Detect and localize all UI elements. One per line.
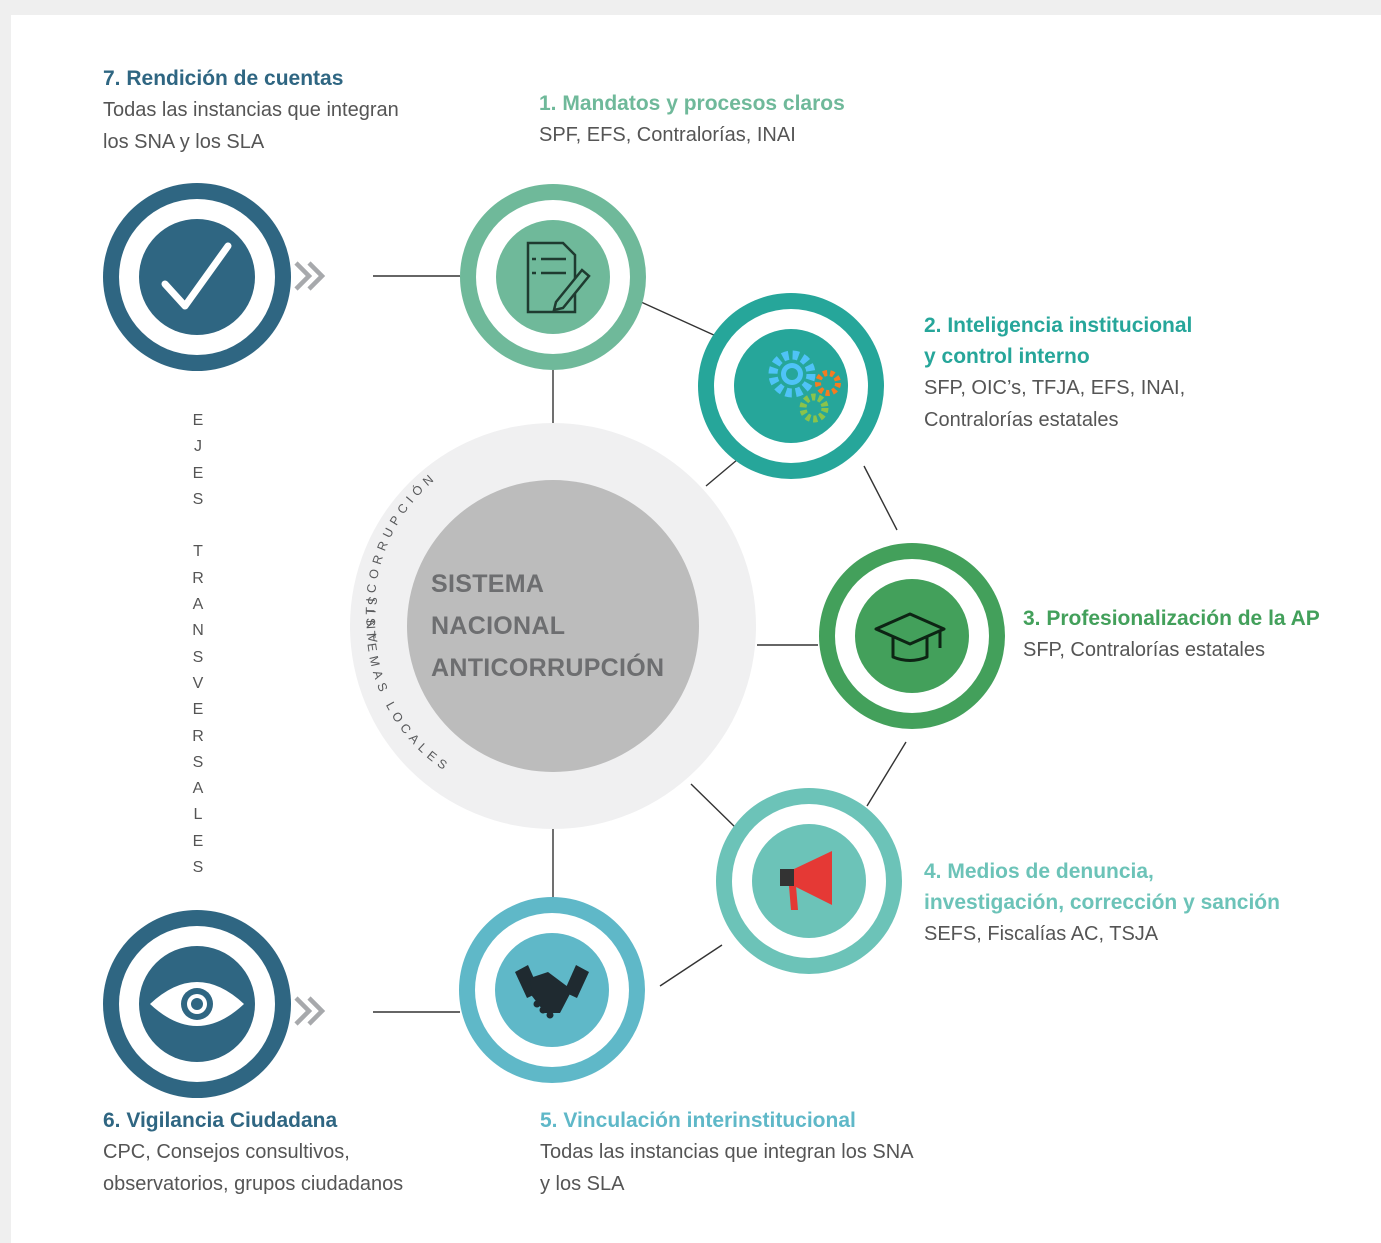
- document-edit-icon: [526, 241, 591, 314]
- center-title: SISTEMA NACIONAL ANTICORRUPCIÓN: [431, 570, 665, 682]
- axes-label-letter: E: [192, 701, 204, 719]
- node-1-subtitle: SPF, EFS, Contralorías, INAI: [539, 124, 796, 146]
- axes-label-letter: T: [193, 543, 203, 561]
- node-5-subtitle: Todas las instancias que integran los SN…: [540, 1141, 914, 1195]
- graduation-cap-icon: [874, 612, 946, 662]
- node-4-subtitle: SEFS, Fiscalías AC, TSJA: [924, 923, 1159, 945]
- connector-lines: [373, 275, 907, 1013]
- node-2-label: 2. Inteligencia institucional y control …: [924, 310, 1192, 436]
- axes-label-letter: S: [192, 753, 204, 771]
- node-7-title: 7. Rendición de cuentas: [103, 67, 344, 90]
- connector-1-2: [640, 301, 717, 337]
- axes-label-letter: E: [192, 464, 204, 482]
- node-7-circle: [103, 183, 291, 371]
- axes-label-letter: S: [192, 490, 204, 508]
- node-3-circle: [819, 543, 1005, 729]
- axes-label-letter: E: [192, 832, 204, 850]
- axes-label-letter: N: [192, 622, 204, 640]
- axes-label-letter: A: [192, 780, 204, 798]
- connector-3-4: [866, 741, 907, 807]
- node-4-title: 4. Medios de denuncia, investigación, co…: [924, 860, 1280, 914]
- axes-label-letter: R: [192, 569, 204, 587]
- node-6-label: 6. Vigilancia Ciudadana CPC, Consejos co…: [103, 1105, 403, 1200]
- axes-label-letter: [188, 513, 208, 539]
- gears-icon: [768, 350, 841, 423]
- connector-center-4: [690, 783, 738, 830]
- axes-label-letter: L: [193, 806, 203, 824]
- megaphone-icon: [780, 851, 832, 910]
- node-6-title: 6. Vigilancia Ciudadana: [103, 1109, 338, 1132]
- node-6-subtitle: CPC, Consejos consultivos, observatorios…: [103, 1141, 404, 1195]
- chevron-icon: [294, 996, 326, 1026]
- axes-label-letter: S: [192, 859, 204, 877]
- node-7-subtitle: Todas las instancias que integran los SN…: [103, 99, 399, 153]
- node-5-title: 5. Vinculación interinstitucional: [540, 1109, 856, 1132]
- node-3-label: 3. Profesionalización de la AP SFP, Cont…: [1023, 603, 1320, 666]
- chevron-icon: [294, 261, 326, 291]
- connector-4-5: [659, 944, 723, 987]
- axes-label-letter: R: [192, 727, 204, 745]
- axes-label-letter: E: [192, 412, 204, 429]
- node-3-subtitle: SFP, Contralorías estatales: [1023, 639, 1265, 661]
- node-2-title: 2. Inteligencia institucional y control …: [924, 314, 1193, 368]
- axes-label-letter: J: [194, 438, 202, 456]
- node-5-circle: [459, 897, 645, 1083]
- handshake-icon: [515, 965, 589, 1019]
- node-1-title: 1. Mandatos y procesos claros: [539, 92, 845, 115]
- node-6-circle: [103, 910, 291, 1098]
- eye-icon: [150, 982, 244, 1026]
- node-3-title: 3. Profesionalización de la AP: [1023, 607, 1320, 630]
- node-4-circle: [716, 788, 902, 974]
- center-system: ANTICORRUPCIÓN SISTEMAS LOCALES: [350, 423, 756, 829]
- node-2-subtitle: SFP, OIC’s, TFJA, EFS, INAI, Contraloría…: [924, 377, 1186, 431]
- node-7-label: 7. Rendición de cuentas Todas las instan…: [103, 63, 399, 158]
- node-2-circle: [698, 293, 884, 479]
- node-5-label: 5. Vinculación interinstitucional Todas …: [540, 1105, 914, 1200]
- node-4-label: 4. Medios de denuncia, investigación, co…: [924, 856, 1280, 950]
- connector-2-3: [863, 465, 898, 531]
- axes-label-letter: V: [192, 674, 204, 692]
- checkmark-icon: [161, 242, 232, 310]
- center-core: [407, 480, 699, 772]
- node-1-label: 1. Mandatos y procesos claros SPF, EFS, …: [539, 88, 845, 151]
- axes-label-letter: S: [192, 648, 204, 666]
- node-1-circle: [460, 184, 646, 370]
- axes-label-letter: A: [192, 596, 204, 614]
